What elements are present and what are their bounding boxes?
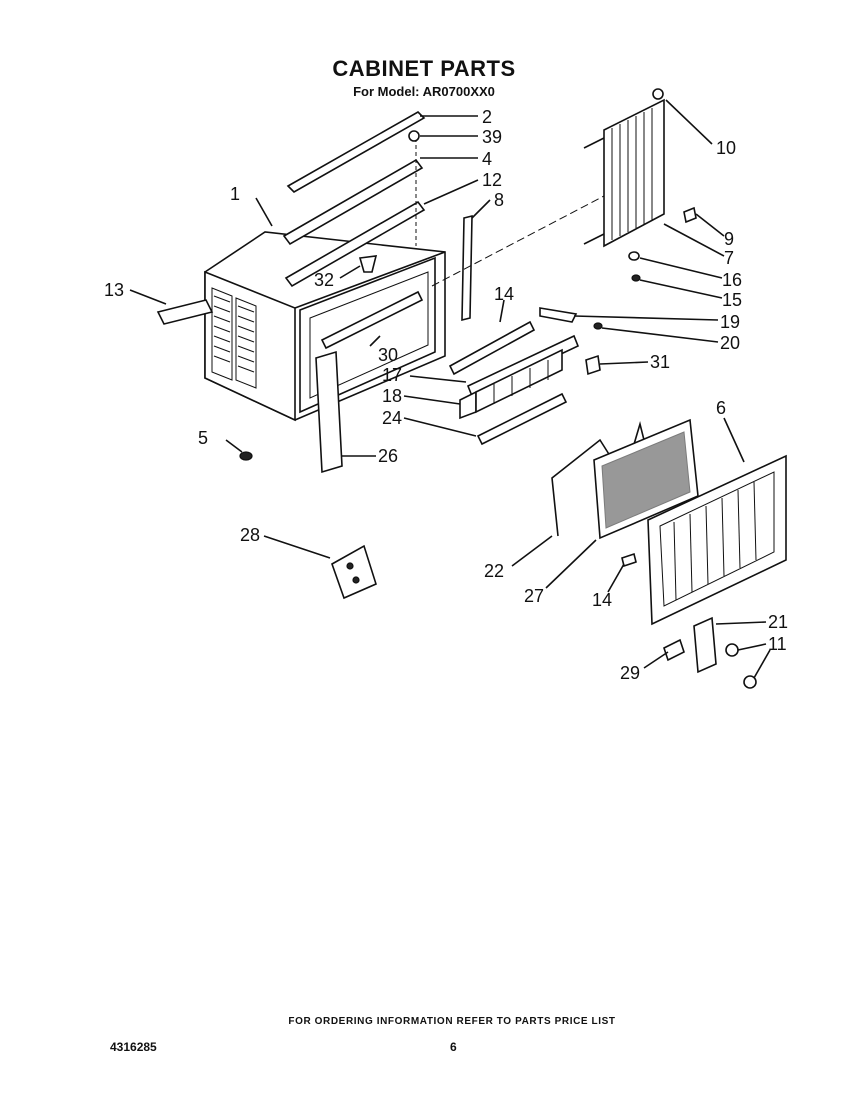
clip-part-9 xyxy=(683,206,697,224)
callout-9: 9 xyxy=(724,229,734,249)
knob-part-11b xyxy=(743,675,757,689)
rail-part-12 xyxy=(284,200,426,288)
rail-part-14 xyxy=(448,320,536,376)
callout-26: 26 xyxy=(378,446,398,466)
callout-10: 10 xyxy=(716,138,736,158)
rail-part-2 xyxy=(286,111,426,193)
screw-part-5 xyxy=(239,451,253,461)
callout-6: 6 xyxy=(716,398,726,418)
leader-lines xyxy=(129,99,771,679)
front-grille-part-6 xyxy=(647,454,787,626)
callout-13: 13 xyxy=(104,280,124,300)
screw-part-16 xyxy=(628,251,640,261)
callout-17: 17 xyxy=(382,365,402,385)
callout-29: 29 xyxy=(620,663,640,683)
callout-5: 5 xyxy=(198,428,208,448)
rail-part-24 xyxy=(476,392,568,446)
callout-8: 8 xyxy=(494,190,504,210)
callout-11: 11 xyxy=(768,634,787,654)
callout-27: 27 xyxy=(524,586,544,606)
plate-part-28 xyxy=(331,544,377,600)
bracket-part-21 xyxy=(693,616,717,674)
rear-grille-part-7 xyxy=(583,98,665,248)
callout-31: 31 xyxy=(650,352,670,372)
callout-18: 18 xyxy=(382,386,402,406)
callout-24: 24 xyxy=(382,408,402,428)
callout-7: 7 xyxy=(724,248,734,268)
callout-4: 4 xyxy=(482,149,492,169)
callout-14-lower: 14 xyxy=(592,590,612,610)
cabinet-louvers xyxy=(211,287,257,389)
ordering-note: FOR ORDERING INFORMATION REFER TO PARTS … xyxy=(288,1016,616,1027)
clip-part-20 xyxy=(593,322,603,330)
model-subtitle: For Model: AR0700XX0 xyxy=(353,84,495,99)
document-number: 4316285 xyxy=(110,1040,157,1054)
washer-part-15 xyxy=(631,274,641,282)
gasket-part-26 xyxy=(315,350,343,474)
callout-12: 12 xyxy=(482,170,502,190)
callout-15: 15 xyxy=(722,290,742,310)
callout-39: 39 xyxy=(482,127,502,147)
knob-part-11a xyxy=(725,643,739,657)
rail-part-4 xyxy=(282,158,424,246)
strip-part-13 xyxy=(156,299,214,325)
callout-2: 2 xyxy=(482,107,492,127)
filter-part-27 xyxy=(593,418,699,540)
callout-30: 30 xyxy=(378,345,398,365)
screw-part-39 xyxy=(408,130,420,142)
knob-part-32 xyxy=(358,255,378,273)
callout-14-upper: 14 xyxy=(494,284,514,304)
callout-22: 22 xyxy=(484,561,504,581)
frame-part-17 xyxy=(466,334,580,398)
callout-32: 32 xyxy=(314,270,334,290)
page-number: 6 xyxy=(450,1040,457,1054)
clip-part-31 xyxy=(585,354,601,376)
frame-part-18 xyxy=(459,348,563,420)
callout-20: 20 xyxy=(720,333,740,353)
callout-16: 16 xyxy=(722,270,742,290)
callout-1: 1 xyxy=(230,184,240,204)
page-title: CABINET PARTS xyxy=(332,56,516,81)
callout-19: 19 xyxy=(720,312,740,332)
part-29 xyxy=(663,638,685,662)
callout-28: 28 xyxy=(240,525,260,545)
knob-part-14-front xyxy=(621,552,637,568)
strip-part-30 xyxy=(320,290,424,350)
callout-21: 21 xyxy=(768,612,788,632)
screw-part-10 xyxy=(652,88,664,100)
bracket-part-19 xyxy=(539,307,578,323)
